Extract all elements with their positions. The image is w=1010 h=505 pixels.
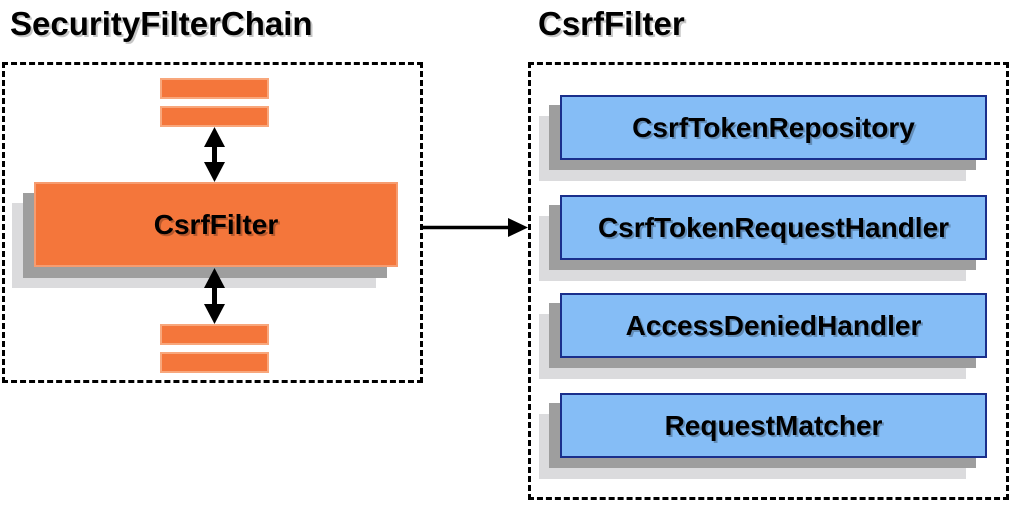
component-box-access-denied-handler: AccessDeniedHandler [560, 293, 987, 358]
bidirectional-arrow-icon [204, 127, 225, 182]
csrf-filter-node-label: CsrfFilter [153, 208, 279, 240]
filter-placeholder-bar [160, 78, 269, 99]
filter-placeholder-bar [160, 324, 269, 345]
component-label: CsrfTokenRepository [632, 111, 915, 143]
component-box-request-matcher: RequestMatcher [560, 393, 987, 458]
component-label: CsrfTokenRequestHandler [597, 211, 950, 243]
component-label: RequestMatcher [664, 409, 883, 441]
security-filter-chain-title: SecurityFilterChain [10, 5, 313, 42]
csrf-filter-node: CsrfFilter [34, 182, 398, 267]
filter-placeholder-bar [160, 352, 269, 373]
filter-placeholder-bar [160, 106, 269, 127]
component-label: AccessDeniedHandler [625, 309, 922, 341]
csrf-filter-container [528, 62, 1009, 500]
component-box-csrf-token-request-handler: CsrfTokenRequestHandler [560, 195, 987, 260]
right-arrow-icon [422, 218, 528, 237]
csrf-filter-title: CsrfFilter [538, 5, 685, 42]
bidirectional-arrow-icon [204, 268, 225, 324]
security-filter-chain-container [2, 62, 423, 383]
component-box-csrf-token-repository: CsrfTokenRepository [560, 95, 987, 160]
